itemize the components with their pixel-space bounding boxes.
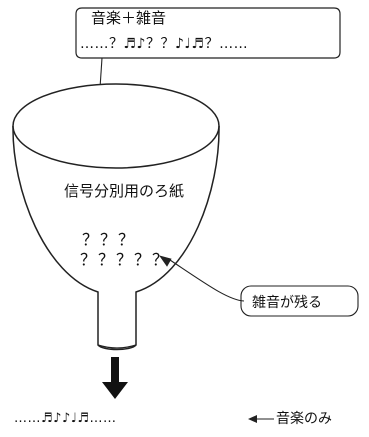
input-bubble-title: 音楽＋雑音 (91, 9, 167, 27)
noise-marks-row-1: ？？？ (82, 230, 137, 249)
filter-label: 信号分別用のろ紙 (64, 182, 185, 200)
output-label-arrow (248, 415, 274, 423)
output-sequence: ……♬♪♪♩♬…… (14, 411, 117, 426)
noise-marks-row-2: ？？？？？ (80, 250, 171, 269)
output-label: 音楽のみ (276, 411, 332, 427)
input-bubble-sequence: ……？♬♪？？♪♩♬？…… (80, 36, 249, 52)
filter-funnel (12, 83, 220, 351)
output-arrow (102, 357, 128, 399)
noise-callout-label: 雑音が残る (252, 295, 322, 311)
noise-callout (159, 255, 359, 317)
